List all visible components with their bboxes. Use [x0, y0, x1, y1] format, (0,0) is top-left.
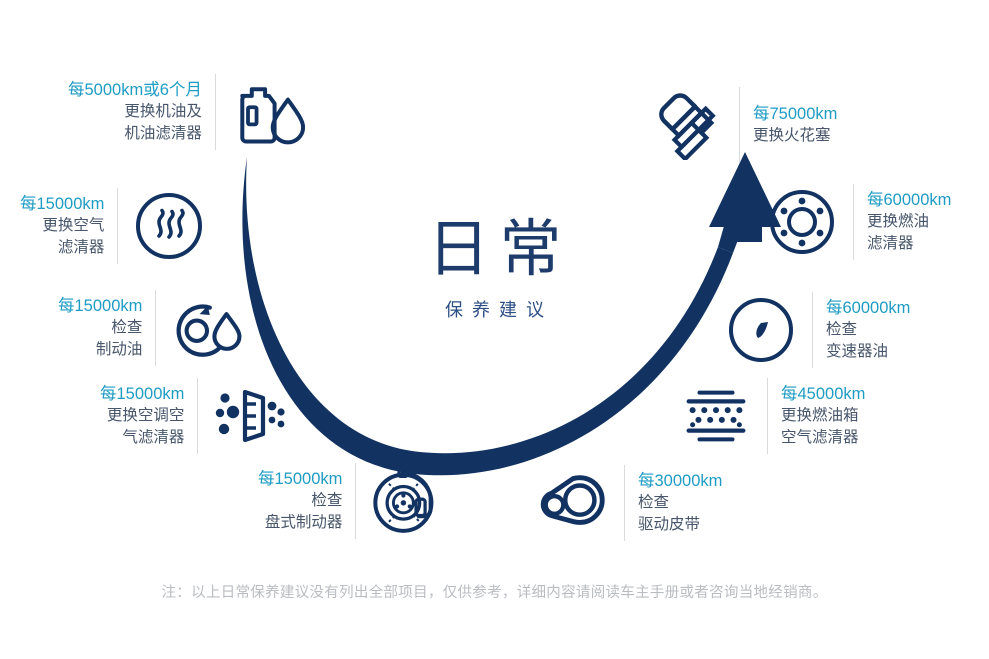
item-air-filter-texts: 每15000km 更换空气 滤清器 [20, 194, 104, 258]
item-fuel-tank-air-filter-desc-1: 更换燃油箱 [781, 407, 859, 424]
item-engine-oil-desc-2: 机油滤清器 [124, 124, 202, 142]
item-spark-plug[interactable]: 每75000km 更换火花塞 [650, 87, 837, 163]
item-drive-belt-texts: 每30000km 检查 驱动皮带 [638, 471, 722, 535]
item-air-filter-desc-2: 滤清器 [57, 238, 105, 256]
gauge-icon [723, 292, 799, 368]
divider [117, 188, 119, 264]
divider [812, 292, 813, 368]
item-brake-fluid[interactable]: 每15000km 检查 制动油 [58, 290, 245, 366]
item-spark-plug-texts: 每75000km 更换火花塞 [753, 104, 837, 147]
item-transmission-oil-interval: 每60000km [826, 299, 911, 317]
item-transmission-oil[interactable]: 每60000km 检查 变速器油 [723, 292, 910, 368]
divider [767, 378, 768, 454]
divider [355, 463, 357, 539]
cabin-filter-icon [211, 378, 287, 454]
item-disc-brake[interactable]: 每15000km 检查 盘式制动器 [258, 463, 445, 539]
item-air-filter[interactable]: 每15000km 更换空气 滤清器 [20, 188, 207, 264]
item-disc-brake-desc-2: 盘式制动器 [264, 513, 343, 531]
item-cabin-air-filter-desc-2: 气滤清器 [122, 428, 185, 446]
item-engine-oil-desc-1: 更换机油及 [124, 103, 202, 120]
item-drive-belt-desc-1: 检查 [638, 494, 670, 511]
item-cabin-air-filter-desc-1: 更换空调空 [106, 407, 185, 424]
item-fuel-filter-desc-2: 滤清器 [867, 234, 914, 252]
item-cabin-air-filter-texts: 每15000km 更换空调空 气滤清器 [100, 384, 184, 448]
item-brake-fluid-texts: 每15000km 检查 制动油 [58, 296, 142, 360]
item-cabin-air-filter-interval: 每15000km [100, 385, 185, 403]
divider [624, 465, 625, 541]
item-fuel-filter-interval: 每60000km [867, 191, 952, 209]
item-disc-brake-interval: 每15000km [258, 470, 343, 488]
fuel-tank-filter-icon [678, 378, 754, 454]
page-subtitle: 保养建议 [445, 300, 553, 320]
divider [853, 184, 854, 260]
item-disc-brake-desc-1: 检查 [311, 492, 343, 509]
divider [214, 74, 216, 150]
item-air-filter-desc-1: 更换空气 [42, 217, 105, 234]
item-brake-fluid-interval: 每15000km [58, 297, 143, 315]
item-fuel-filter-desc-1: 更换燃油 [867, 213, 930, 230]
page-title: 日常 [427, 215, 572, 284]
item-cabin-air-filter[interactable]: 每15000km 更换空调空 气滤清器 [100, 378, 287, 454]
drive-belt-icon [535, 465, 611, 541]
item-fuel-tank-air-filter-interval: 每45000km [781, 385, 866, 403]
divider [155, 290, 157, 366]
divider [739, 87, 740, 163]
spark-plug-icon [650, 87, 726, 163]
item-fuel-filter-texts: 每60000km 更换燃油 滤清器 [867, 190, 951, 254]
air-filter-icon [131, 188, 207, 264]
item-engine-oil-interval: 每5000km或6个月 [68, 81, 202, 99]
brake-fluid-icon [169, 290, 245, 366]
item-brake-fluid-desc-2: 制动油 [95, 340, 143, 358]
item-air-filter-interval: 每15000km [20, 195, 105, 213]
disc-brake-icon [369, 463, 445, 539]
item-spark-plug-interval: 每75000km [753, 104, 838, 123]
item-fuel-tank-air-filter-desc-2: 空气滤清器 [781, 428, 859, 446]
item-transmission-oil-texts: 每60000km 检查 变速器油 [826, 298, 910, 362]
item-transmission-oil-desc-1: 检查 [826, 321, 858, 338]
item-drive-belt[interactable]: 每30000km 检查 驱动皮带 [535, 465, 722, 541]
item-drive-belt-interval: 每30000km [638, 472, 723, 490]
item-transmission-oil-desc-2: 变速器油 [826, 342, 889, 360]
fuel-filter-icon [764, 184, 840, 260]
item-engine-oil-texts: 每5000km或6个月 更换机油及 机油滤清器 [68, 80, 202, 144]
oil-bottle-icon [229, 74, 305, 150]
item-fuel-tank-air-filter-texts: 每45000km 更换燃油箱 空气滤清器 [781, 384, 865, 448]
item-spark-plug-desc-1: 更换火花塞 [753, 126, 831, 144]
center-title-block: 日常 保养建议 [0, 218, 989, 322]
item-brake-fluid-desc-1: 检查 [111, 319, 143, 336]
item-fuel-tank-air-filter[interactable]: 每45000km 更换燃油箱 空气滤清器 [678, 378, 865, 454]
item-engine-oil[interactable]: 每5000km或6个月 更换机油及 机油滤清器 [68, 74, 305, 150]
item-fuel-filter[interactable]: 每60000km 更换燃油 滤清器 [764, 184, 951, 260]
divider [197, 378, 199, 454]
item-disc-brake-texts: 每15000km 检查 盘式制动器 [258, 469, 342, 533]
footer-note: 注：以上日常保养建议没有列出全部项目，仅供参考，详细内容请阅读车主手册或者咨询当… [161, 585, 828, 601]
item-drive-belt-desc-2: 驱动皮带 [638, 515, 701, 533]
